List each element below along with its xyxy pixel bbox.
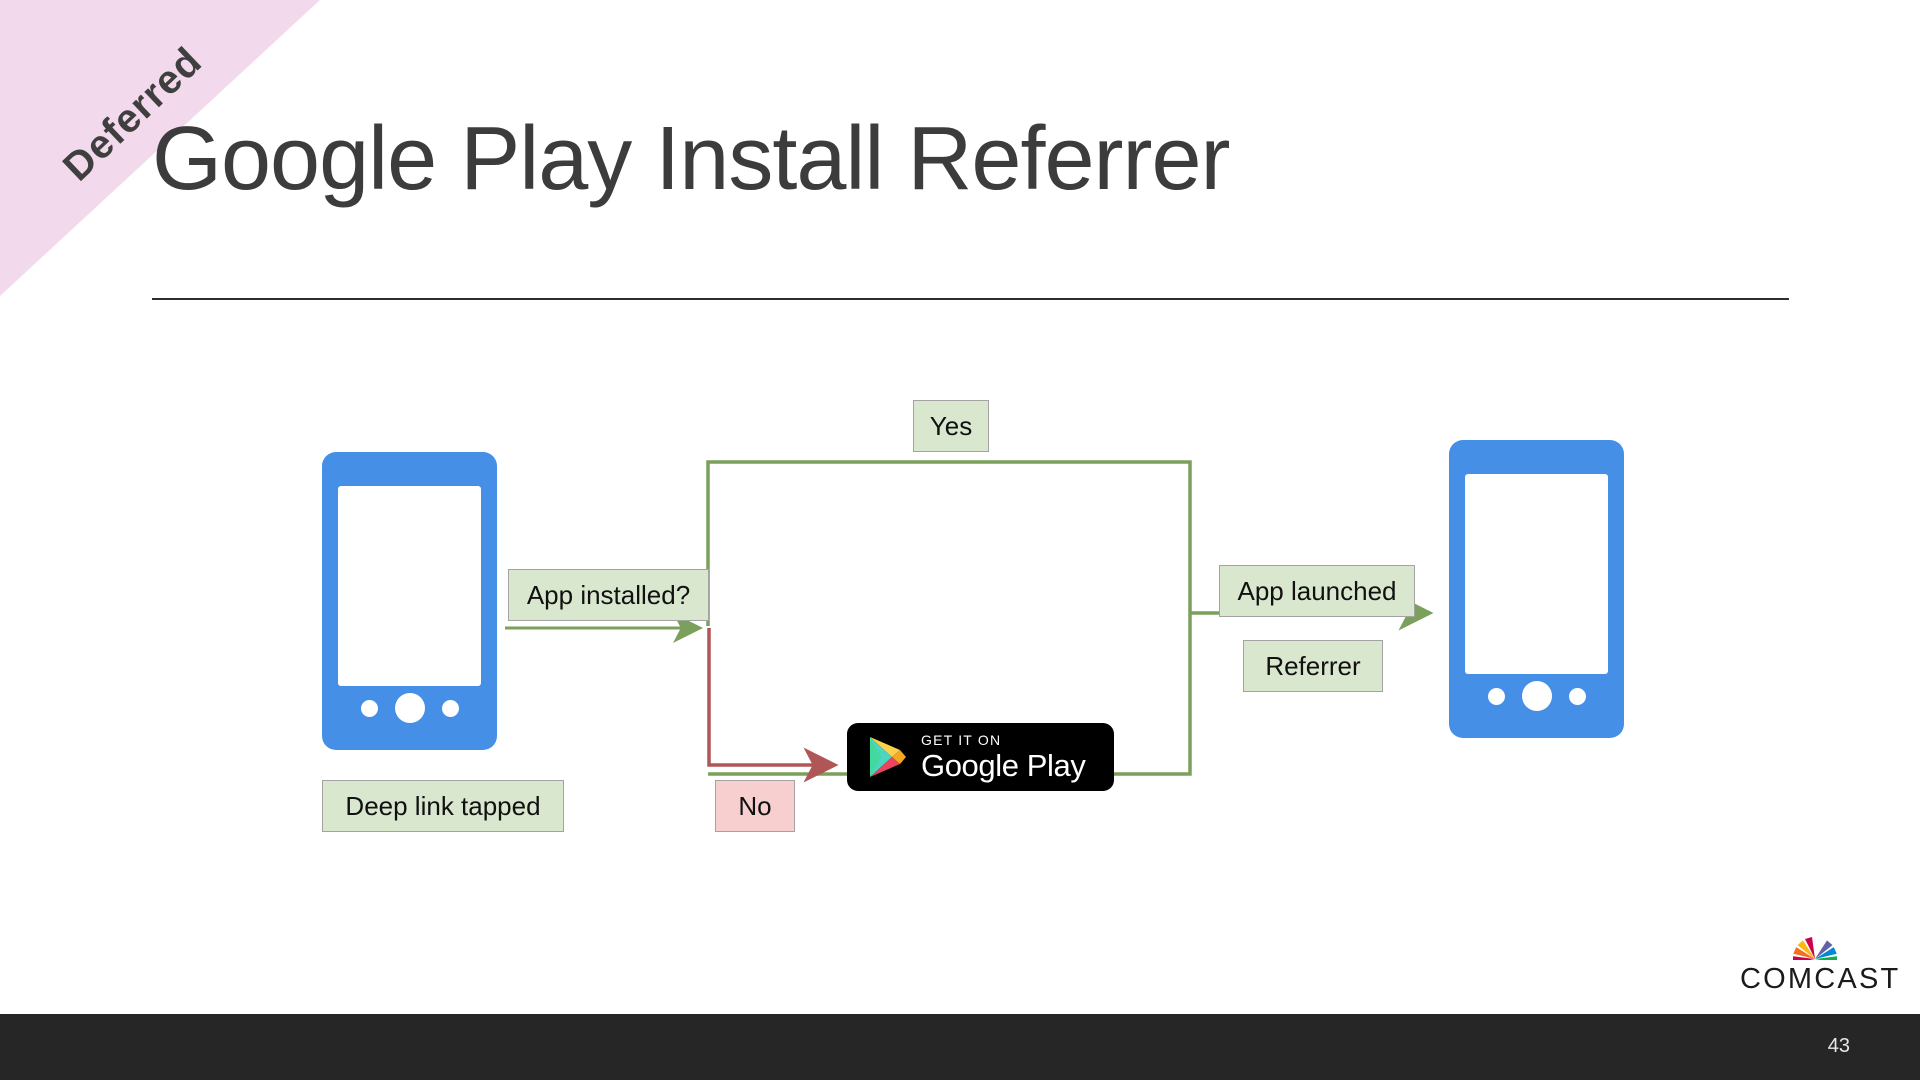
phone-right-screen — [1465, 474, 1608, 674]
phone-back-button-icon — [360, 699, 378, 717]
label-app-launched: App launched — [1219, 565, 1415, 617]
phone-left-buttons — [322, 688, 497, 728]
label-yes: Yes — [913, 400, 989, 452]
phone-left — [322, 452, 497, 750]
google-play-badge[interactable]: GET IT ON Google Play — [847, 723, 1114, 791]
phone-menu-button-icon — [1568, 687, 1586, 705]
label-app-installed: App installed? — [508, 569, 709, 621]
phone-right — [1449, 440, 1624, 738]
phone-back-button-icon — [1487, 687, 1505, 705]
page-number: 43 — [1827, 1035, 1850, 1057]
title-divider — [152, 298, 1789, 300]
footer-bar — [0, 1014, 1920, 1080]
google-play-icon — [870, 737, 906, 777]
badge-get-it-on-text: GET IT ON — [921, 732, 1002, 748]
label-no: No — [715, 780, 795, 832]
phone-menu-button-icon — [441, 699, 459, 717]
nbc-peacock-icon — [1792, 937, 1838, 960]
phone-left-screen — [338, 486, 481, 686]
edge-no-path — [707, 628, 839, 783]
phone-home-button-icon — [1521, 681, 1552, 711]
page-title: Google Play Install Referrer — [152, 109, 1230, 209]
google-play-badge-text: GET IT ON Google Play — [921, 732, 1086, 783]
phone-home-button-icon — [394, 693, 425, 723]
comcast-logo: COMCAST — [1740, 928, 1901, 996]
comcast-wordmark: COMCAST — [1740, 963, 1901, 995]
phone-right-buttons — [1449, 676, 1624, 716]
label-deep-link-tapped: Deep link tapped — [322, 780, 564, 832]
badge-store-name: Google Play — [921, 748, 1086, 783]
label-referrer: Referrer — [1243, 640, 1383, 692]
